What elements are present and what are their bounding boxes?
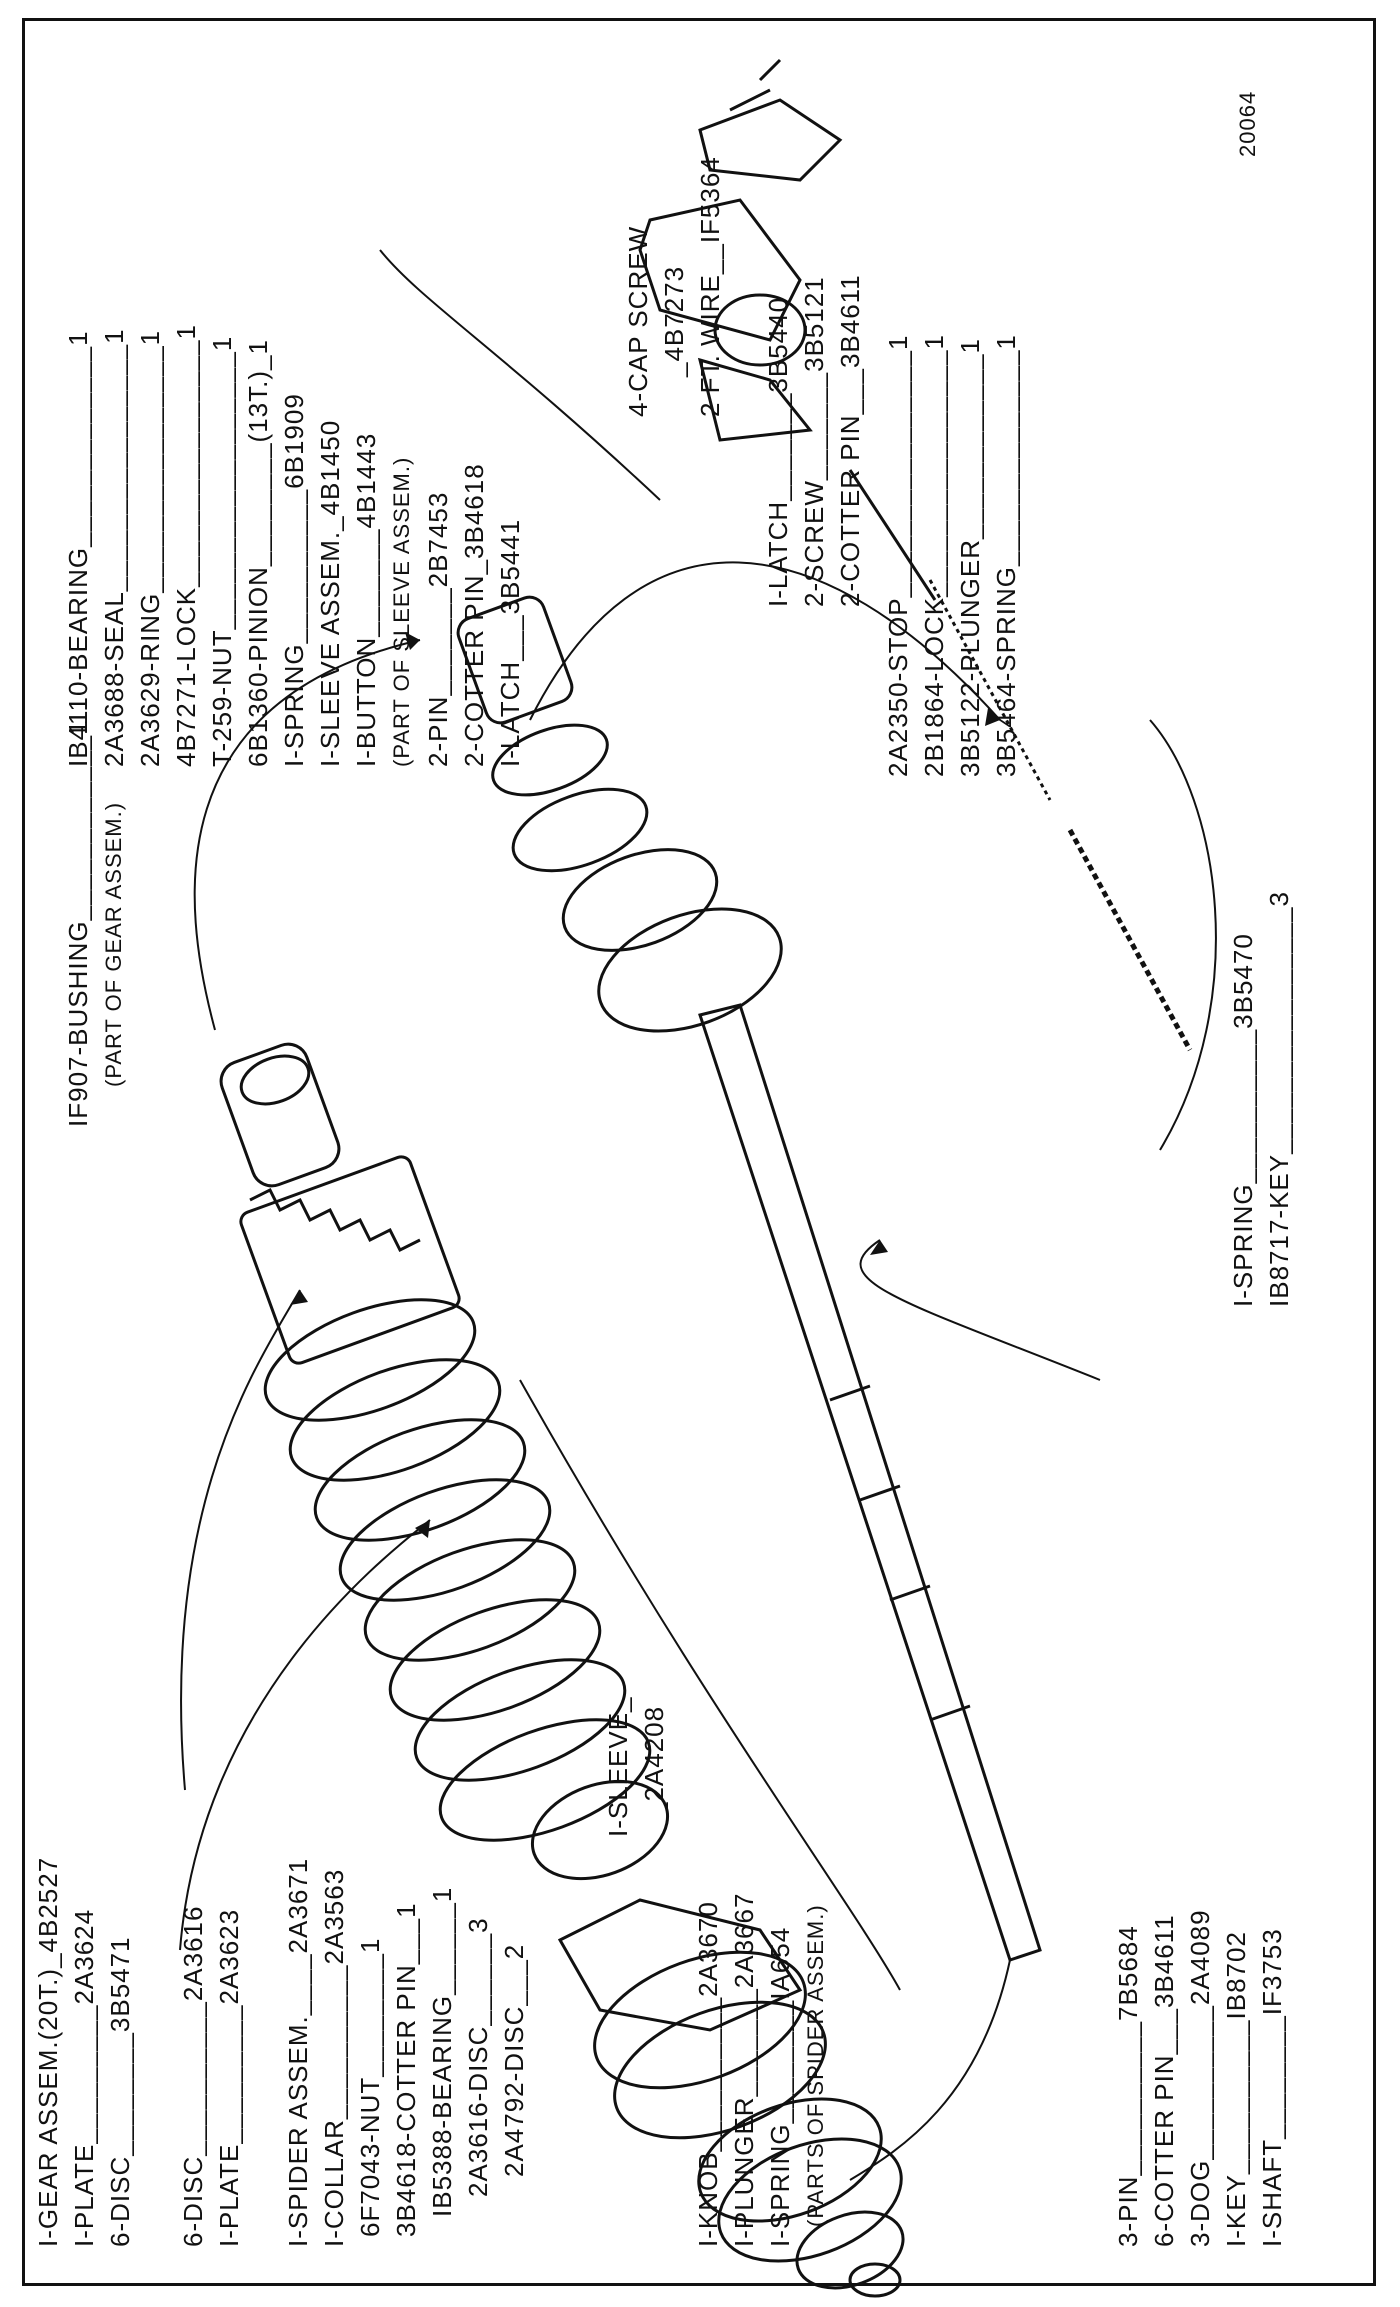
leader-lines [179,249,1217,2181]
part-label: I-KNOB__________2A3670 [693,1901,723,2247]
part-label: 3-DOG__________2A4089 [1185,1909,1215,2247]
bushing-labels: IF907-BUSHING____________1 (PART OF GEAR… [60,719,132,1127]
part-label: I-PLUNGER_______2A3667 [729,1892,759,2247]
part-label: I-LATCH___3B5441 [495,518,525,767]
diagram-border [22,18,1376,2286]
part-label: I-SLEEVE ASSEM._4B1450 [315,419,345,767]
part-label: 6-DISC__________2A3616 [178,1905,208,2247]
part-label: I-GEAR ASSEM.(20T.)_4B2527 [33,1856,63,2247]
gear-assembly-drawing [219,1042,461,1365]
part-label: 4B7271-LOCK________________1 [171,324,201,767]
spider-parts-labels: I-KNOB__________2A3670 I-PLUNGER_______2… [690,1893,834,2247]
part-label: IB8717-KEY________________3 [1264,891,1294,1307]
part-label: I-PLATE_________2A3624 [69,1908,99,2247]
spider-assembly-drawing [557,1898,905,2298]
part-label: I-SPIDER ASSEM.____2A3671 [283,1857,313,2247]
part-label: 3B4618-COTTER PIN___1 [391,1902,421,2237]
plates-discs-labels: 6-DISC__________2A3616 I-PLATE_________2… [175,1906,247,2247]
cap-screw-labels: 4-CAP SCREW _4B7273 2 FT. WIRE__IF5364 [620,156,728,417]
part-label: I-LATCH_______3B5440 [763,296,793,607]
part-label: 2A3616-DISC______3 [463,1917,493,2197]
shaft-parts-labels: 3-PIN__________7B5684 6-COTTER PIN___3B4… [1110,1909,1290,2247]
shaft-drawing [698,1003,1042,1962]
part-label: IB5388-BEARING______1 [427,1886,457,2217]
sleeve-labels: I-SLEEVE_ _2A4208 [600,1696,672,1837]
figure-number: 20064 [1235,90,1260,157]
part-label: I-SHAFT________IF3753 [1257,1928,1287,2247]
part-label: I-KEY__________IB8702 [1221,1931,1251,2247]
part-label: T-259-NUT__________________1 [207,335,237,767]
part-label: 3-PIN__________7B5684 [1113,1925,1143,2247]
part-label: 6-DISC________3B5471 [105,1936,135,2247]
part-label: 2 FT. WIRE__IF5364 [695,156,725,417]
part-label: I-PLATE_________2A3623 [214,1908,244,2247]
part-label: I-SLEEVE_ [603,1696,633,1837]
part-label: 2A3688-SEAL________________1 [99,328,129,767]
part-label: 2A2350-STOP________________1 [883,334,913,777]
part-label: 2A4792-DISC___2 [499,1943,529,2177]
latch-screw-labels: I-LATCH_______3B5440 2-SCREW_______3B512… [760,274,868,607]
part-label: I-SPRING__________3B5470 [1228,933,1258,1307]
part-label: IB4110-BEARING_____________1 [63,330,93,767]
part-label: I-COLLAR__________2A3563 [319,1868,349,2247]
disc-stack-drawing [263,1298,670,1881]
part-label: 2-SCREW_______3B5121 [799,276,829,607]
part-label: 2-PIN_______2B7453 [423,491,453,767]
part-note: (PART OF GEAR ASSEM.) [101,801,126,1087]
bearing-stack-labels: IB4110-BEARING_____________1 2A3688-SEAL… [60,324,528,767]
stop-plunger-labels: 2A2350-STOP________________1 2B1864-LOCK… [880,334,1024,777]
part-label: IF907-BUSHING____________1 [63,719,93,1127]
latch-housing-drawing [638,58,843,442]
part-label: I-SPRING__________6B1909 [279,393,309,767]
part-label: 2-COTTER PIN_3B4618 [459,463,489,767]
gear-assembly-labels: I-GEAR ASSEM.(20T.)_4B2527 I-PLATE______… [30,1857,138,2247]
part-label: 4-CAP SCREW [623,225,653,417]
part-label: _4B7273 [659,265,689,377]
part-label: 6F7043-NUT________1 [355,1937,385,2237]
part-note: (PART OF SLEEVE ASSEM.) [389,456,414,767]
part-label: 2B1864-LOCK________________1 [919,334,949,777]
part-label: 3B5464-SPRING______________1 [991,334,1021,777]
part-label: 2-COTTER PIN___3B4611 [835,274,865,607]
part-label: I-SPRING________IA654 [765,1926,795,2247]
part-label: 3B5122-PLUNGER____________1 [955,338,985,777]
part-label: I-BUTTON_______4B1443 [351,432,381,767]
part-label: _2A4208 [639,1705,669,1817]
part-note: (PARTS OF SPIDER ASSEM.) [803,1904,828,2227]
part-label: 6-COTTER PIN___3B4611 [1149,1914,1179,2247]
springs-drawing [848,469,1193,1052]
part-label: 6B1360-PINION________(13T.)_1 [243,339,273,767]
spring-key-labels: I-SPRING__________3B5470 IB8717-KEY_____… [1225,891,1297,1307]
spider-assembly-labels: I-SPIDER ASSEM.____2A3671 I-COLLAR______… [280,1858,532,2247]
part-label: 2A3629-RING________________1 [135,329,165,767]
